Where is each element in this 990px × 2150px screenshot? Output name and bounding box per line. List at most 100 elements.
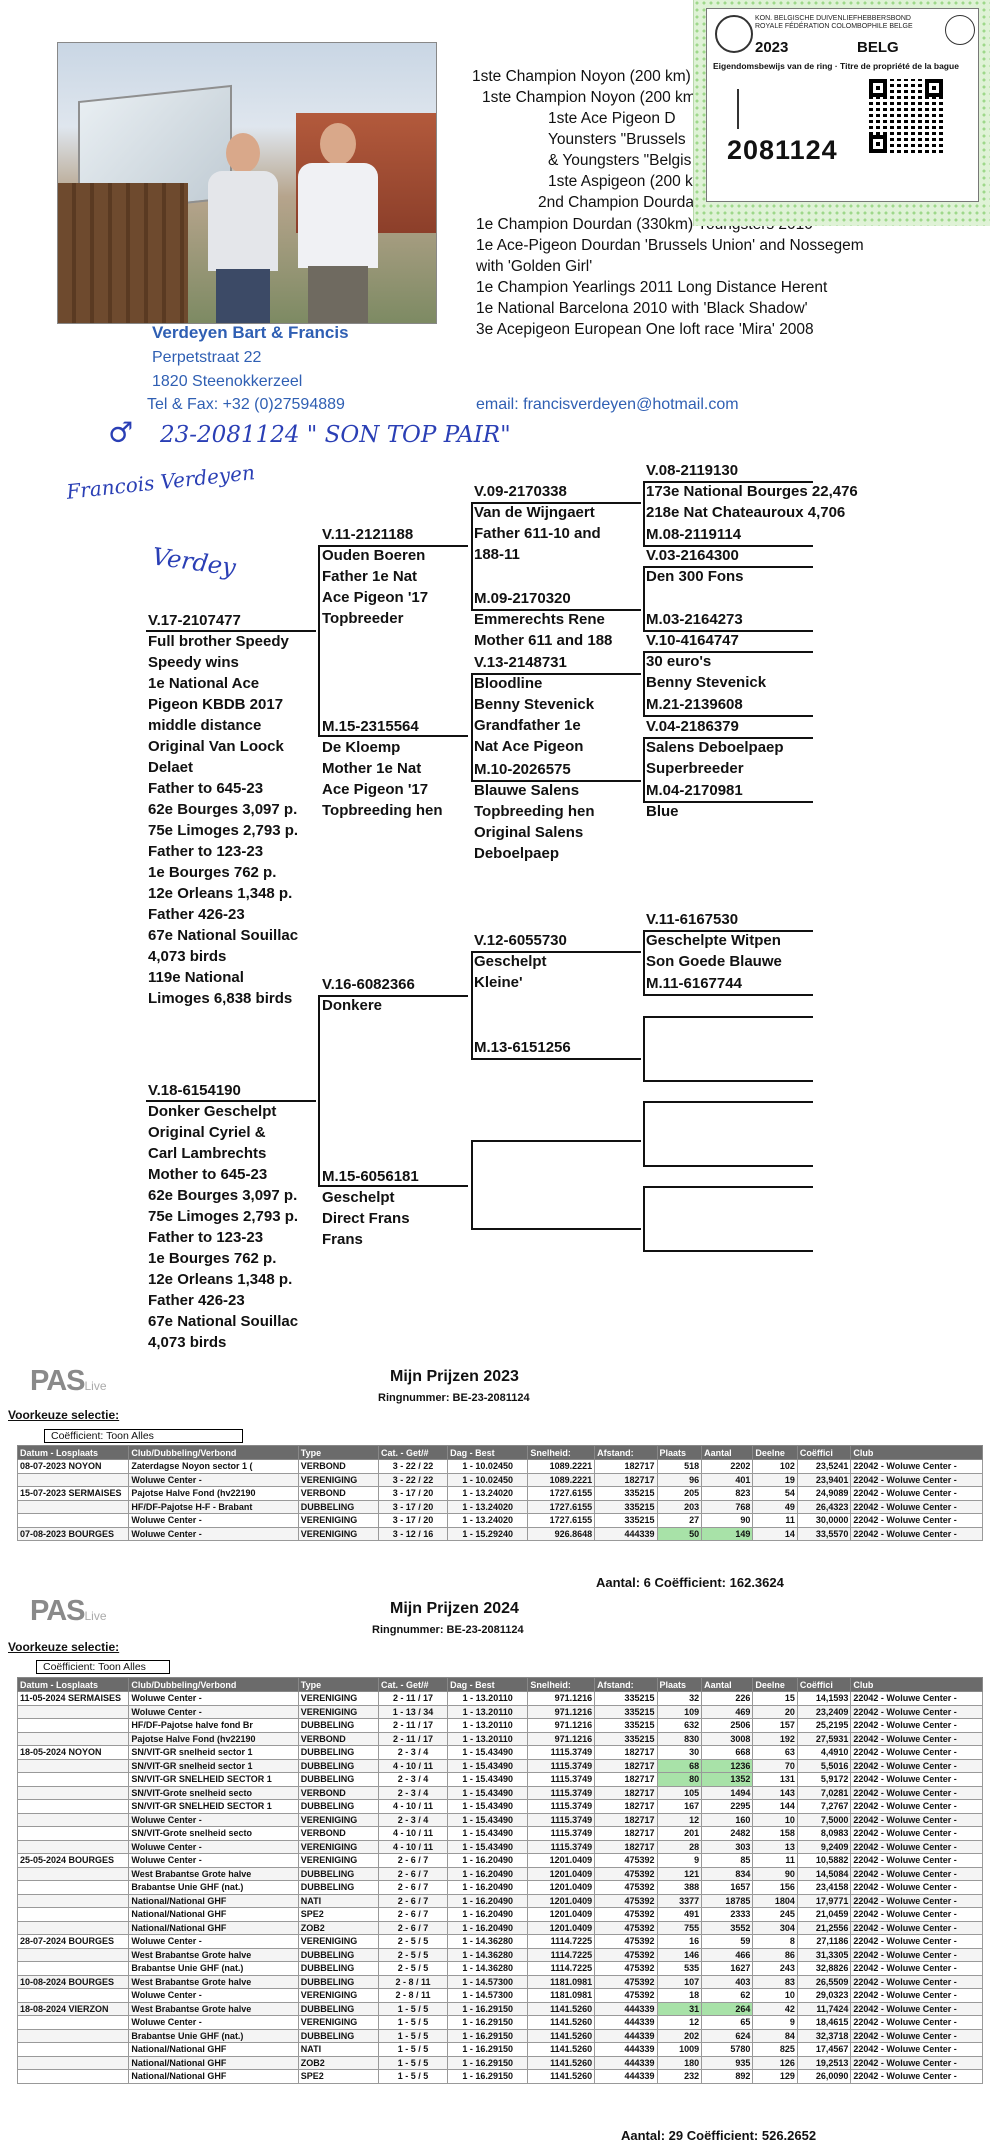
table-cell: 22042 - Woluwe Center - [851,2056,983,2070]
pedigree-line-text: Father to 123-23 [148,841,298,862]
stamp-year: 2023 [755,39,788,56]
pedigree-line-text: Donker Geschelpt [148,1101,298,1122]
prizes-2023-ring: Ringnummer: BE-23-2081124 [378,1392,530,1404]
table-cell: 144 [753,1800,798,1814]
table-cell: 444339 [595,2029,657,2043]
table-cell: 13 [753,1840,798,1854]
table-cell: 29,0323 [797,1989,850,2003]
table-cell: 9,2409 [797,1840,850,1854]
table-cell [18,1921,129,1935]
table-cell: 24,9089 [797,1487,850,1501]
table-cell: 1201.0409 [528,1867,595,1881]
table-cell: VERBOND [298,1827,378,1841]
table-cell: SN/VIT-GR snelheid sector 1 [129,1746,298,1760]
table-cell: National/National GHF [129,2043,298,2057]
table-cell: 146 [657,1948,702,1962]
breeder-phone: Tel & Fax: +32 (0)27594889 [147,396,345,414]
table-cell: SN/VIT-GR snelheid sector 1 [129,1759,298,1773]
pedigree-line-text: Original Van Loock [148,736,298,757]
pedigree-line-text: V.12-6055730 [474,930,567,951]
coefficient-select[interactable]: Coëfficient: Toon Alles [44,1429,243,1443]
table-cell: 1 - 15.43490 [448,1840,528,1854]
table-cell: 469 [702,1705,753,1719]
table-cell: 18785 [702,1894,753,1908]
table-cell: 1115.3749 [528,1827,595,1841]
table-cell: 1 - 15.43490 [448,1827,528,1841]
table-cell: DUBBELING [298,1948,378,1962]
achievement-item: with 'Golden Girl' [476,256,864,277]
table-cell: Woluwe Center - [129,2016,298,2030]
table-cell: 102 [753,1460,798,1474]
table-cell: 475392 [595,1921,657,1935]
pedigree-line-text: Speedy wins [148,652,298,673]
pedigree-line-text: Blue [646,801,743,822]
table-cell: 7,0281 [797,1786,850,1800]
table-cell: ZOB2 [298,1921,378,1935]
pedigree-gg1: V.09-2170338Van de WijngaertFather 611-1… [474,481,601,565]
table-cell: VERENIGING [298,1705,378,1719]
table-cell: 971.1216 [528,1719,595,1733]
table-cell: DUBBELING [298,1500,378,1514]
table-cell: VERENIGING [298,1935,378,1949]
table-cell: VERENIGING [298,1514,378,1528]
pedigree-line-text: Ouden Boeren [322,545,428,566]
table-cell: 08-07-2023 NOYON [18,1460,129,1474]
table-cell: 23,5241 [797,1460,850,1474]
table-cell: 12 [657,2016,702,2030]
column-header: Club [851,1678,983,1692]
table-cell: VERBOND [298,1460,378,1474]
table-cell: 42 [753,2002,798,2016]
table-row: Woluwe Center -VERENIGING2 - 3 / 41 - 15… [18,1813,983,1827]
table-cell: 535 [657,1962,702,1976]
table-cell: Brabantse Unie GHF (nat.) [129,1962,298,1976]
table-cell: 264 [702,2002,753,2016]
table-cell: 1 - 13.20110 [448,1732,528,1746]
table-cell: 10 [753,1813,798,1827]
table-cell: 335215 [595,1500,657,1514]
table-cell: 2 - 8 / 11 [379,1989,448,2003]
table-cell: 68 [657,1759,702,1773]
table-cell: 1494 [702,1786,753,1800]
coefficient-select[interactable]: Coëfficient: Toon Alles [36,1660,170,1674]
table-cell: 1 - 13.24020 [448,1514,528,1528]
table-cell: 475392 [595,1975,657,1989]
pedigree-line-text: M.09-2170320 [474,588,612,609]
table-row: Pajotse Halve Fond (hv22190VERBOND2 - 11… [18,1732,983,1746]
breeder-email[interactable]: email: francisverdeyen@hotmail.com [476,396,739,414]
table-cell [18,2070,129,2084]
prizes-2023-title: Mijn Prijzen 2023 [390,1368,519,1386]
column-header: Cat. - Get/# [379,1446,448,1460]
table-cell: 32,3718 [797,2029,850,2043]
pedigree-line-text: 4,073 birds [148,1332,298,1353]
table-cell: National/National GHF [129,1908,298,1922]
table-cell: Pajotse Halve Fond (hv22190 [129,1487,298,1501]
pedigree-line-text: V.08-2119130 [646,460,858,481]
prizes-2024-preference: Voorkeuze selectie: [8,1640,119,1654]
table-cell: 1141.5260 [528,2056,595,2070]
pedigree-line-text: 188-11 [474,544,601,565]
achievement-list-2: 1e Champion Dourdan (330km) Youngsters 2… [476,214,864,340]
column-header: Aantal [702,1446,753,1460]
table-cell: 4 - 10 / 11 [379,1800,448,1814]
table-cell: 444339 [595,2056,657,2070]
table-cell: VERENIGING [298,1473,378,1487]
table-cell: 303 [702,1840,753,1854]
table-cell: 5780 [702,2043,753,2057]
prizes-2023-preference: Voorkeuze selectie: [8,1408,119,1422]
pedigree-line-text: Kleine' [474,972,567,993]
column-header: Dag - Best [448,1446,528,1460]
table-cell: ZOB2 [298,2056,378,2070]
handwritten-signature-2: Verdey [150,542,237,581]
table-cell: 62 [702,1989,753,2003]
table-cell: 22042 - Woluwe Center - [851,1514,983,1528]
table-cell: 22042 - Woluwe Center - [851,1989,983,2003]
table-cell: 1 - 16.20490 [448,1908,528,1922]
table-cell: 1 - 5 / 5 [379,2029,448,2043]
table-cell: 105 [657,1786,702,1800]
pedigree-line-text: M.08-2119114 [646,524,741,545]
table-cell [18,1827,129,1841]
table-cell: 335215 [595,1514,657,1528]
pedigree-line-text: Benny Stevenick [646,672,766,693]
table-row: Brabantse Unie GHF (nat.)DUBBELING1 - 5 … [18,2029,983,2043]
